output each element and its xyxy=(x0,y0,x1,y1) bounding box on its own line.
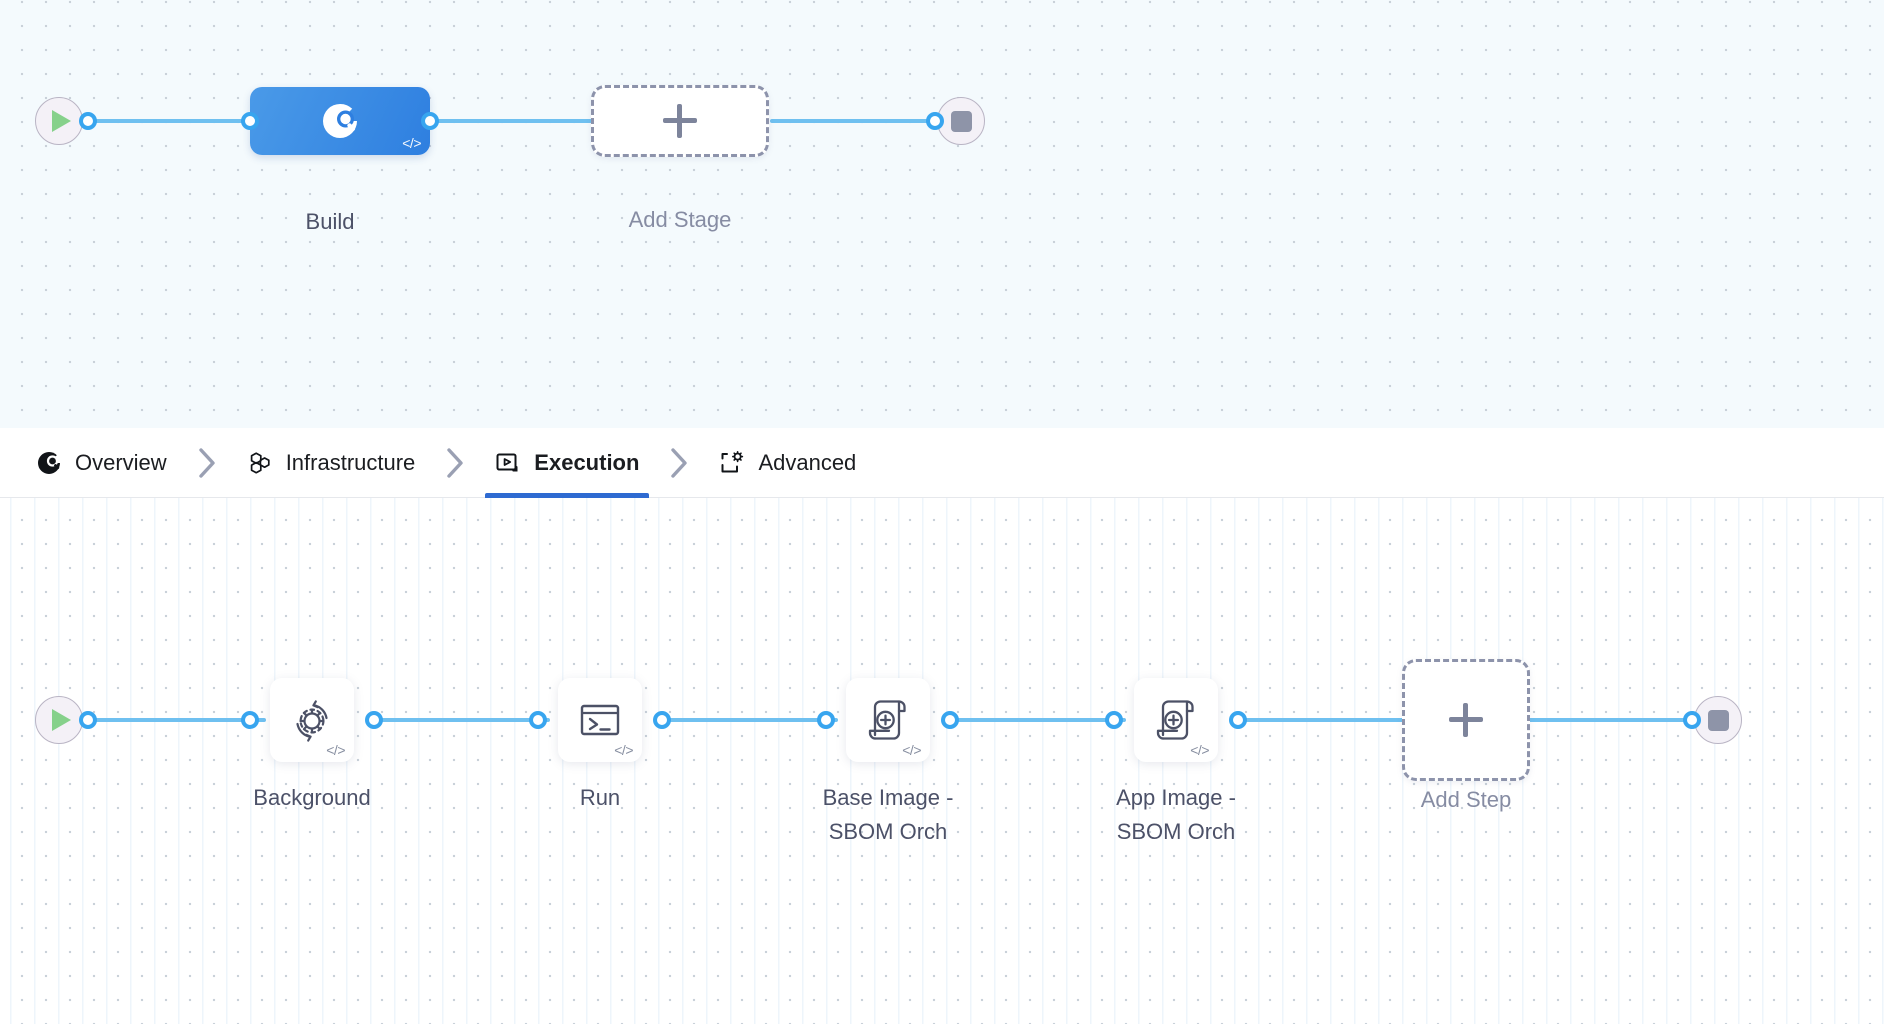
wire-run-to-baseimage xyxy=(658,718,838,722)
sbom-scroll-icon xyxy=(1156,700,1194,740)
run-output-port[interactable] xyxy=(653,711,671,729)
infrastructure-icon xyxy=(250,451,270,474)
add-stage-label: Add Stage xyxy=(628,207,732,232)
background-output-port[interactable] xyxy=(365,711,383,729)
step-label-run: Run xyxy=(579,785,621,810)
wire-addstep-to-end xyxy=(1528,718,1694,722)
step-end-node[interactable] xyxy=(1694,696,1742,744)
step-end-input-port[interactable] xyxy=(1683,711,1701,729)
tab-infrastructure-label: Infrastructure xyxy=(285,449,416,475)
wire-start-to-background xyxy=(86,718,266,722)
stage-config-tabbar: Overview Infrastructure xyxy=(0,428,1884,498)
play-icon xyxy=(52,709,71,731)
base-image-code-badge[interactable]: </> xyxy=(902,742,921,758)
stage-node-build[interactable]: </> xyxy=(250,87,430,155)
background-input-port[interactable] xyxy=(241,711,259,729)
stage-graph-canvas[interactable]: </> Build Add Stage xyxy=(0,0,1884,428)
build-output-port[interactable] xyxy=(421,112,439,130)
tab-separator-2 xyxy=(433,428,477,498)
wire-appimage-to-addstep xyxy=(1234,718,1414,722)
chevron-right-icon xyxy=(671,447,688,478)
stage-end-input-port[interactable] xyxy=(926,112,944,130)
step-label-base-image-sbom-orch: Base Image - SBOM Orch xyxy=(822,785,954,845)
stop-icon xyxy=(1707,709,1729,731)
gear-refresh-icon xyxy=(296,700,328,742)
overview-icon xyxy=(38,451,60,474)
tab-advanced-label: Advanced xyxy=(758,449,857,475)
play-icon xyxy=(52,110,71,132)
step-label-app-image-sbom-orch: App Image - SBOM Orch xyxy=(1116,785,1236,845)
chevron-right-icon xyxy=(198,447,215,478)
tab-infrastructure[interactable]: Infrastructure xyxy=(229,428,434,498)
add-stage-node[interactable] xyxy=(591,85,769,157)
tab-separator-3 xyxy=(657,428,701,498)
execution-icon xyxy=(496,453,518,471)
chevron-right-icon xyxy=(447,447,463,478)
tab-execution[interactable]: Execution xyxy=(477,428,657,498)
stop-icon xyxy=(950,110,972,132)
step-start-output-port[interactable] xyxy=(79,711,97,729)
step-node-base-image-sbom-orch[interactable]: </> xyxy=(846,678,930,762)
background-code-badge[interactable]: </> xyxy=(326,742,345,758)
step-node-background[interactable]: </> xyxy=(270,678,354,762)
step-node-app-image-sbom-orch[interactable]: </> xyxy=(1134,678,1218,762)
app-image-output-port[interactable] xyxy=(1229,711,1247,729)
add-step-label: Add Step xyxy=(1420,787,1512,812)
build-input-port[interactable] xyxy=(241,112,259,130)
wire-background-to-run xyxy=(370,718,550,722)
stage-start-node[interactable] xyxy=(35,97,83,145)
wire-start-to-build xyxy=(86,119,261,123)
sbom-scroll-icon xyxy=(868,700,906,740)
run-input-port[interactable] xyxy=(529,711,547,729)
run-code-badge[interactable]: </> xyxy=(614,742,633,758)
tab-execution-label: Execution xyxy=(534,449,640,475)
stage-end-node[interactable] xyxy=(937,97,985,145)
tab-advanced[interactable]: Advanced xyxy=(701,428,874,498)
plus-icon xyxy=(663,104,697,138)
step-graph-canvas[interactable]: </> Background </> Run xyxy=(0,498,1884,1024)
terminal-icon xyxy=(580,704,620,736)
base-image-input-port[interactable] xyxy=(817,711,835,729)
build-code-badge[interactable]: </> xyxy=(402,135,421,151)
wire-build-to-addstage xyxy=(434,119,599,123)
advanced-icon xyxy=(721,450,744,472)
tab-separator-1 xyxy=(185,428,229,498)
tab-overview-label: Overview xyxy=(75,449,167,475)
tab-overview[interactable]: Overview xyxy=(18,428,185,498)
app-image-code-badge[interactable]: </> xyxy=(1190,742,1209,758)
add-step-node[interactable] xyxy=(1402,659,1530,781)
step-label-background: Background xyxy=(253,785,371,810)
base-image-output-port[interactable] xyxy=(941,711,959,729)
stage-start-output-port[interactable] xyxy=(79,112,97,130)
plus-icon xyxy=(1449,703,1483,737)
app-image-input-port[interactable] xyxy=(1105,711,1123,729)
pipeline-build-icon xyxy=(323,103,357,138)
wire-addstage-to-end xyxy=(770,119,950,123)
step-node-run[interactable]: </> xyxy=(558,678,642,762)
step-start-node[interactable] xyxy=(35,696,83,744)
stage-label-build: Build xyxy=(305,209,355,234)
wire-baseimage-to-appimage xyxy=(946,718,1126,722)
